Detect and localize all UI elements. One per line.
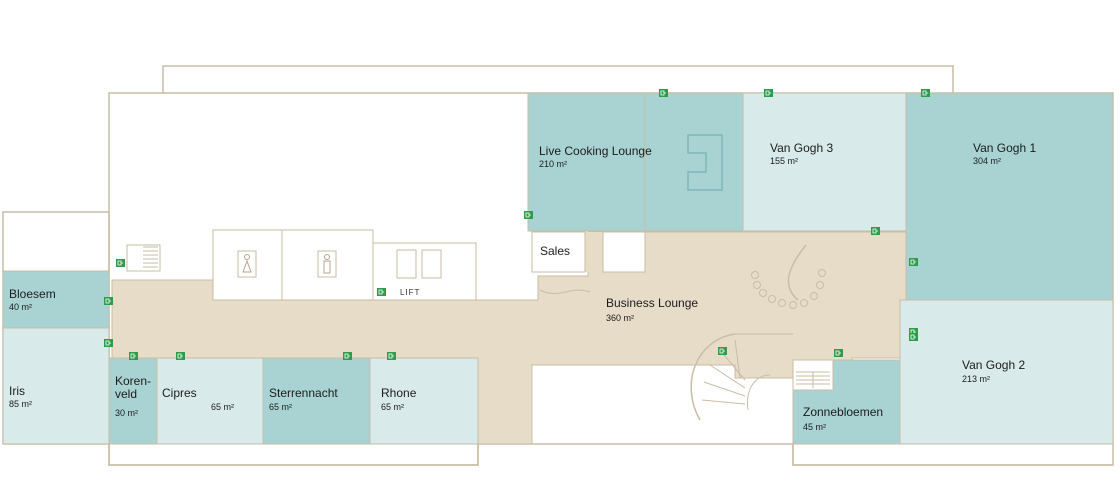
room-area-van-gogh-3: 155 m² — [770, 156, 798, 166]
room-label-korenveld-2: veld — [115, 387, 137, 401]
room-label-live-cooking: Live Cooking Lounge — [539, 144, 652, 158]
stairs-west — [126, 244, 161, 272]
emergency-exit-icon — [921, 89, 930, 97]
room-korenveld[interactable] — [108, 357, 158, 445]
room-label-van-gogh-3: Van Gogh 3 — [770, 141, 833, 155]
stairs-east — [792, 359, 834, 391]
room-area-bloesem: 40 m² — [9, 302, 32, 312]
outer-wall-top — [162, 65, 954, 93]
room-area-iris: 85 m² — [9, 399, 32, 409]
room-area-van-gogh-2: 213 m² — [962, 374, 990, 384]
emergency-exit-icon — [129, 352, 138, 360]
emergency-exit-icon — [524, 211, 533, 219]
room-kitchen-island[interactable] — [644, 92, 744, 232]
emergency-exit-icon — [834, 349, 843, 357]
room-bloesem[interactable] — [2, 270, 110, 329]
emergency-exit-icon — [871, 227, 880, 235]
emergency-exit-icon — [104, 297, 113, 305]
room-area-live-cooking: 210 m² — [539, 159, 567, 169]
room-label-sterrennacht: Sterrennacht — [269, 386, 338, 400]
room-cipres[interactable] — [156, 357, 264, 445]
emergency-exit-icon — [659, 89, 668, 97]
restroom-women[interactable] — [212, 229, 283, 301]
lift-car-2[interactable] — [421, 249, 442, 279]
room-area-van-gogh-1: 304 m² — [973, 156, 1001, 166]
room-label-sales: Sales — [540, 244, 570, 258]
room-sales[interactable] — [531, 231, 586, 273]
emergency-exit-icon — [909, 258, 918, 266]
business-lounge-area[interactable] — [111, 231, 914, 445]
room-area-cipres: 65 m² — [211, 402, 234, 412]
kitchen-island-icon — [687, 134, 723, 191]
room-sterrennacht[interactable] — [262, 357, 371, 445]
male-person-icon — [317, 250, 337, 278]
room-label-bloesem: Bloesem — [9, 287, 56, 301]
emergency-exit-icon — [764, 89, 773, 97]
room-label-iris: Iris — [9, 384, 25, 398]
room-iris[interactable] — [2, 327, 110, 445]
lift-block — [372, 242, 477, 301]
emergency-exit-icon — [909, 333, 918, 341]
south-strip-left — [108, 444, 479, 466]
room-label-van-gogh-2: Van Gogh 2 — [962, 358, 1025, 372]
room-label-van-gogh-1: Van Gogh 1 — [973, 141, 1036, 155]
emergency-exit-icon — [387, 352, 396, 360]
room-area-korenveld: 30 m² — [115, 408, 138, 418]
emergency-exit-icon — [176, 352, 185, 360]
room-area-business-lounge: 360 m² — [606, 313, 634, 323]
lift-car-1[interactable] — [396, 249, 417, 279]
lounge-seating-arc — [751, 244, 826, 309]
room-van-gogh-1[interactable] — [905, 92, 1114, 301]
female-person-icon — [237, 250, 257, 278]
lounge-sofa-west — [539, 289, 591, 295]
room-rhone[interactable] — [369, 357, 479, 445]
room-area-sterrennacht: 65 m² — [269, 402, 292, 412]
room-area-zonnebloemen: 45 m² — [803, 422, 826, 432]
lift-label: LIFT — [400, 288, 420, 297]
south-strip-right — [792, 444, 1113, 466]
spiral-staircase — [690, 333, 793, 421]
restroom-men[interactable] — [281, 229, 374, 301]
room-van-gogh-2[interactable] — [899, 299, 1114, 445]
emergency-exits — [104, 89, 930, 360]
storage-room — [602, 231, 646, 273]
emergency-exit-icon — [718, 347, 727, 355]
room-label-cipres: Cipres — [162, 386, 197, 400]
emergency-exit-icon — [343, 352, 352, 360]
emergency-exit-icon — [377, 288, 386, 296]
emergency-exit-icon — [116, 259, 125, 267]
room-label-rhone: Rhone — [381, 386, 417, 400]
room-label-business-lounge: Business Lounge — [606, 296, 698, 310]
room-label-korenveld-1: Koren- — [115, 374, 151, 388]
emergency-exit-icon — [104, 339, 113, 347]
room-label-zonnebloemen: Zonnebloemen — [803, 405, 883, 419]
room-van-gogh-3[interactable] — [742, 92, 907, 232]
room-area-rhone: 65 m² — [381, 402, 404, 412]
